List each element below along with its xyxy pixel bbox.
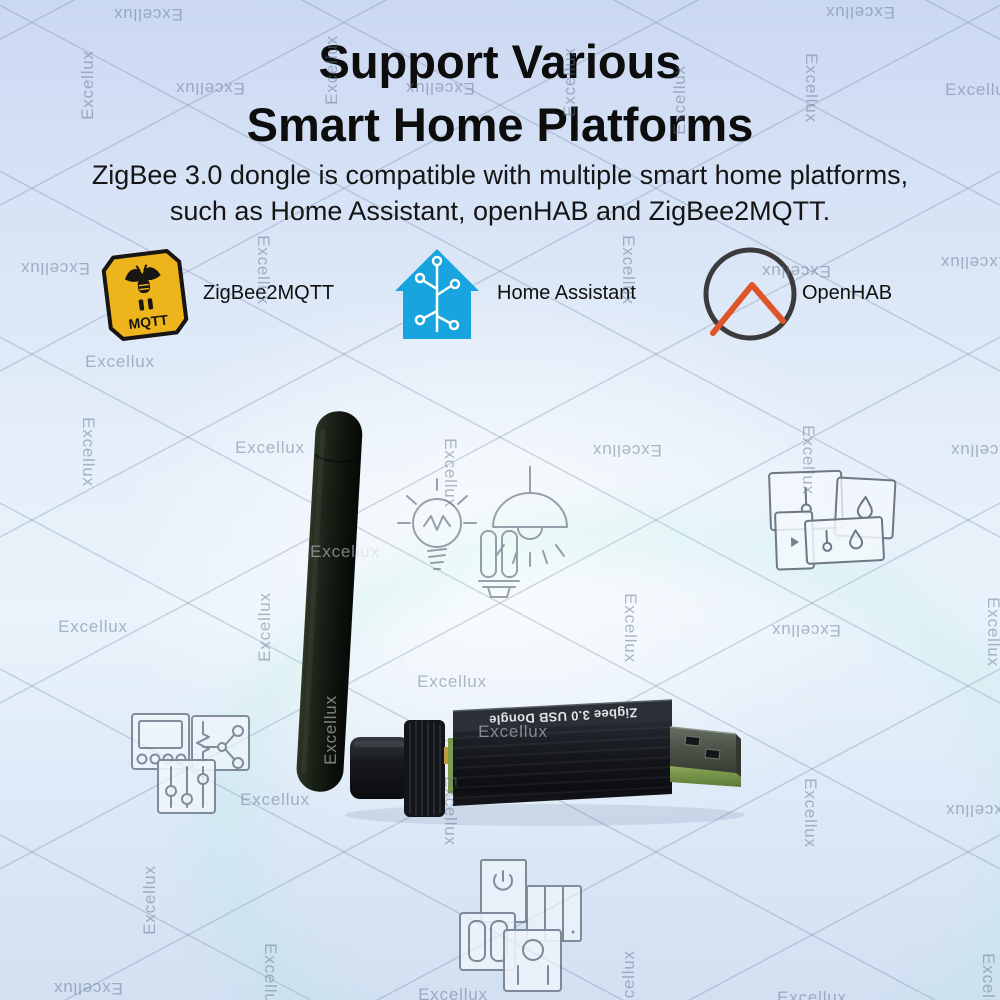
subtitle: ZigBee 3.0 dongle is compatible with mul… bbox=[0, 157, 1000, 229]
dimmer-switch-icon bbox=[503, 929, 562, 992]
sliders-icon bbox=[157, 759, 216, 814]
usb-connector bbox=[669, 726, 741, 787]
usb-holes bbox=[684, 735, 721, 760]
sma-connector-nut bbox=[404, 720, 445, 817]
bee-icon bbox=[124, 264, 161, 311]
dongle-body: Zigbee 3.0 USB Dongle bbox=[452, 699, 673, 806]
pcb-edge bbox=[448, 738, 456, 793]
antenna bbox=[296, 411, 363, 792]
cfl-bulb-icon bbox=[478, 530, 520, 598]
double-rocker-switch-icon bbox=[459, 912, 516, 971]
temp-humidity-sensor-card-icon bbox=[804, 516, 885, 565]
home-assistant-label: Home Assistant bbox=[497, 282, 636, 304]
zigbee2mqtt-logo: MQTT bbox=[101, 249, 189, 341]
control-panel-icon bbox=[131, 713, 190, 770]
subtitle-line-1: ZigBee 3.0 dongle is compatible with mul… bbox=[91, 160, 909, 190]
title-line-2: Smart Home Platforms bbox=[246, 98, 754, 151]
openhab-logo bbox=[703, 247, 797, 341]
page-title: Support Various Smart Home Platforms bbox=[0, 30, 1000, 156]
antenna-hinge bbox=[350, 737, 410, 799]
pendant-lamp-icon bbox=[492, 466, 568, 567]
zigbee2mqtt-label: ZigBee2MQTT bbox=[203, 282, 335, 304]
mqtt-logo-text: MQTT bbox=[128, 311, 170, 332]
openhab-label: OpenHAB bbox=[802, 282, 893, 304]
product-photo: Zigbee 3.0 USB Dongle bbox=[296, 411, 745, 826]
circuit-icon bbox=[191, 715, 250, 771]
home-assistant-logo bbox=[395, 249, 479, 339]
subtitle-line-2: such as Home Assistant, openHAB and ZigB… bbox=[169, 196, 831, 226]
incandescent-bulb-icon bbox=[397, 478, 477, 570]
title-line-1: Support Various bbox=[318, 35, 682, 88]
